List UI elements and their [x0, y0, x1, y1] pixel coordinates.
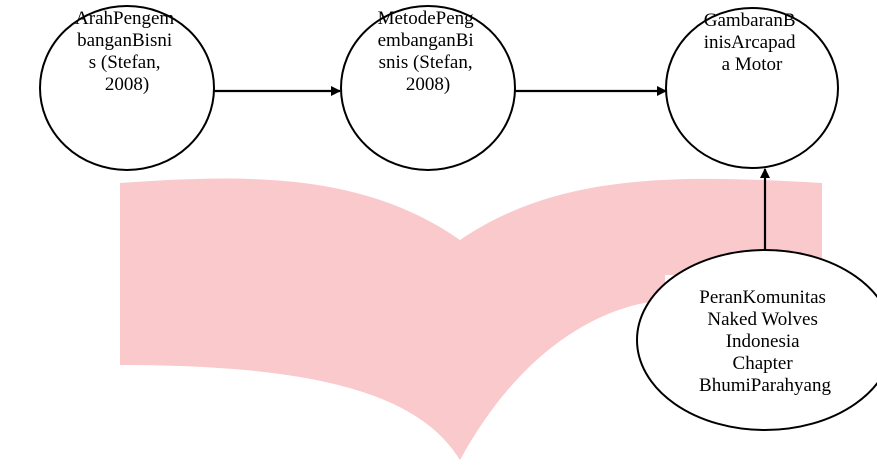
node-arah-label: ArahPengem banganBisni s (Stefan, 2008): [75, 8, 179, 95]
node-peran-label: PeranKomunitas Naked Wolves Indonesia Ch…: [699, 287, 831, 396]
node-metode-label: MetodePeng embanganBi snis (Stefan, 2008…: [378, 8, 479, 95]
node-gambaran-label: GambaranB inisArcapad a Motor: [704, 10, 801, 75]
book-watermark: [120, 178, 822, 461]
node-metode: MetodePeng embanganBi snis (Stefan, 2008…: [340, 5, 516, 171]
node-peran: PeranKomunitas Naked Wolves Indonesia Ch…: [636, 249, 877, 431]
node-gambaran: GambaranB inisArcapad a Motor: [665, 7, 839, 169]
node-arah: ArahPengem banganBisni s (Stefan, 2008): [39, 5, 215, 171]
